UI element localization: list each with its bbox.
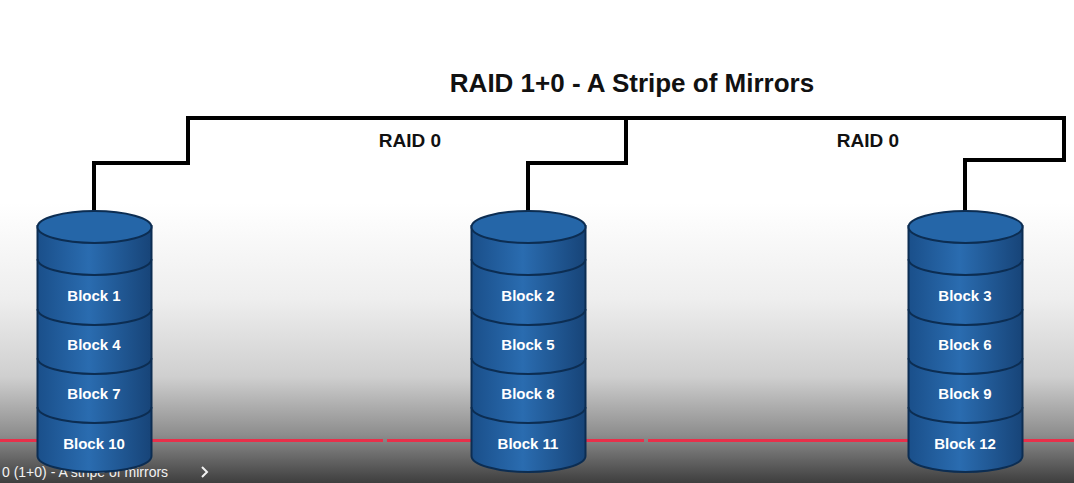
disk-cylinder: Block 3 Block 6 Block 9 Block 12 xyxy=(907,210,1024,474)
block-label: Block 7 xyxy=(36,385,153,403)
block-label: Block 6 xyxy=(907,336,1024,354)
block-label: Block 10 xyxy=(36,435,153,453)
band-separator xyxy=(471,407,585,423)
chevron-icon xyxy=(202,467,207,477)
block-label: Block 4 xyxy=(36,336,153,354)
block-label: Block 5 xyxy=(470,336,587,354)
raid-level-label: RAID 0 xyxy=(379,130,441,152)
block-label: Block 8 xyxy=(470,385,587,403)
raid-level-label: RAID 0 xyxy=(837,130,899,152)
disk-cylinder: Block 2 Block 5 Block 8 Block 11 xyxy=(470,210,587,474)
band-separator xyxy=(37,407,151,423)
block-label: Block 3 xyxy=(907,287,1024,305)
block-label: Block 12 xyxy=(907,435,1024,453)
band-separator xyxy=(37,309,151,325)
disk-cylinder: Block 1 Block 4 Block 7 Block 10 xyxy=(36,210,153,474)
cylinder-top xyxy=(908,211,1022,243)
band-separator xyxy=(908,358,1022,374)
band-separator xyxy=(37,259,151,275)
block-label: Block 2 xyxy=(470,287,587,305)
band-separator xyxy=(908,407,1022,423)
block-label: Block 11 xyxy=(470,435,587,453)
band-separator xyxy=(471,309,585,325)
cylinder-top xyxy=(37,211,151,243)
block-label: Block 9 xyxy=(907,385,1024,403)
block-label: Block 1 xyxy=(36,287,153,305)
diagram-title: RAID 1+0 - A Stripe of Mirrors xyxy=(450,68,814,99)
band-separator xyxy=(471,358,585,374)
stripe-bracket xyxy=(94,118,1064,212)
band-separator xyxy=(471,259,585,275)
band-separator xyxy=(908,309,1022,325)
band-separator xyxy=(908,259,1022,275)
band-separator xyxy=(37,358,151,374)
cylinder-top xyxy=(471,211,585,243)
